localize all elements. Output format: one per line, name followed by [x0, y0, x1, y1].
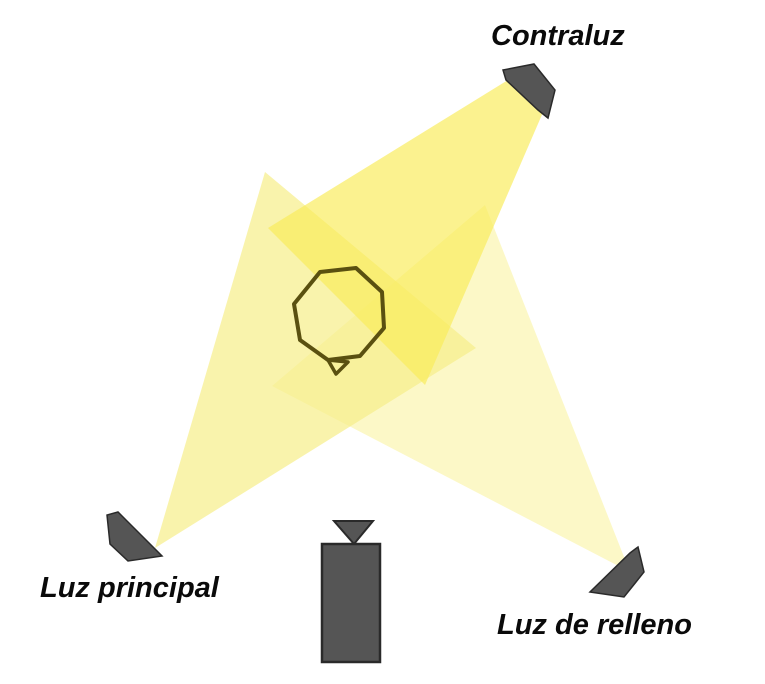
back-light-spotlight-icon [502, 63, 556, 120]
fill-light-label: Luz de relleno [497, 609, 692, 641]
back-light-label: Contraluz [491, 20, 625, 52]
key-light-beam [155, 172, 476, 548]
subject-head-icon [292, 266, 386, 376]
key-light-label: Luz principal [40, 572, 219, 604]
fill-light-spotlight-icon [588, 545, 645, 598]
camera-icon [320, 520, 382, 664]
back-light-beam [268, 80, 544, 385]
fill-light-beam [272, 205, 630, 572]
key-light-spotlight-icon [106, 511, 164, 562]
